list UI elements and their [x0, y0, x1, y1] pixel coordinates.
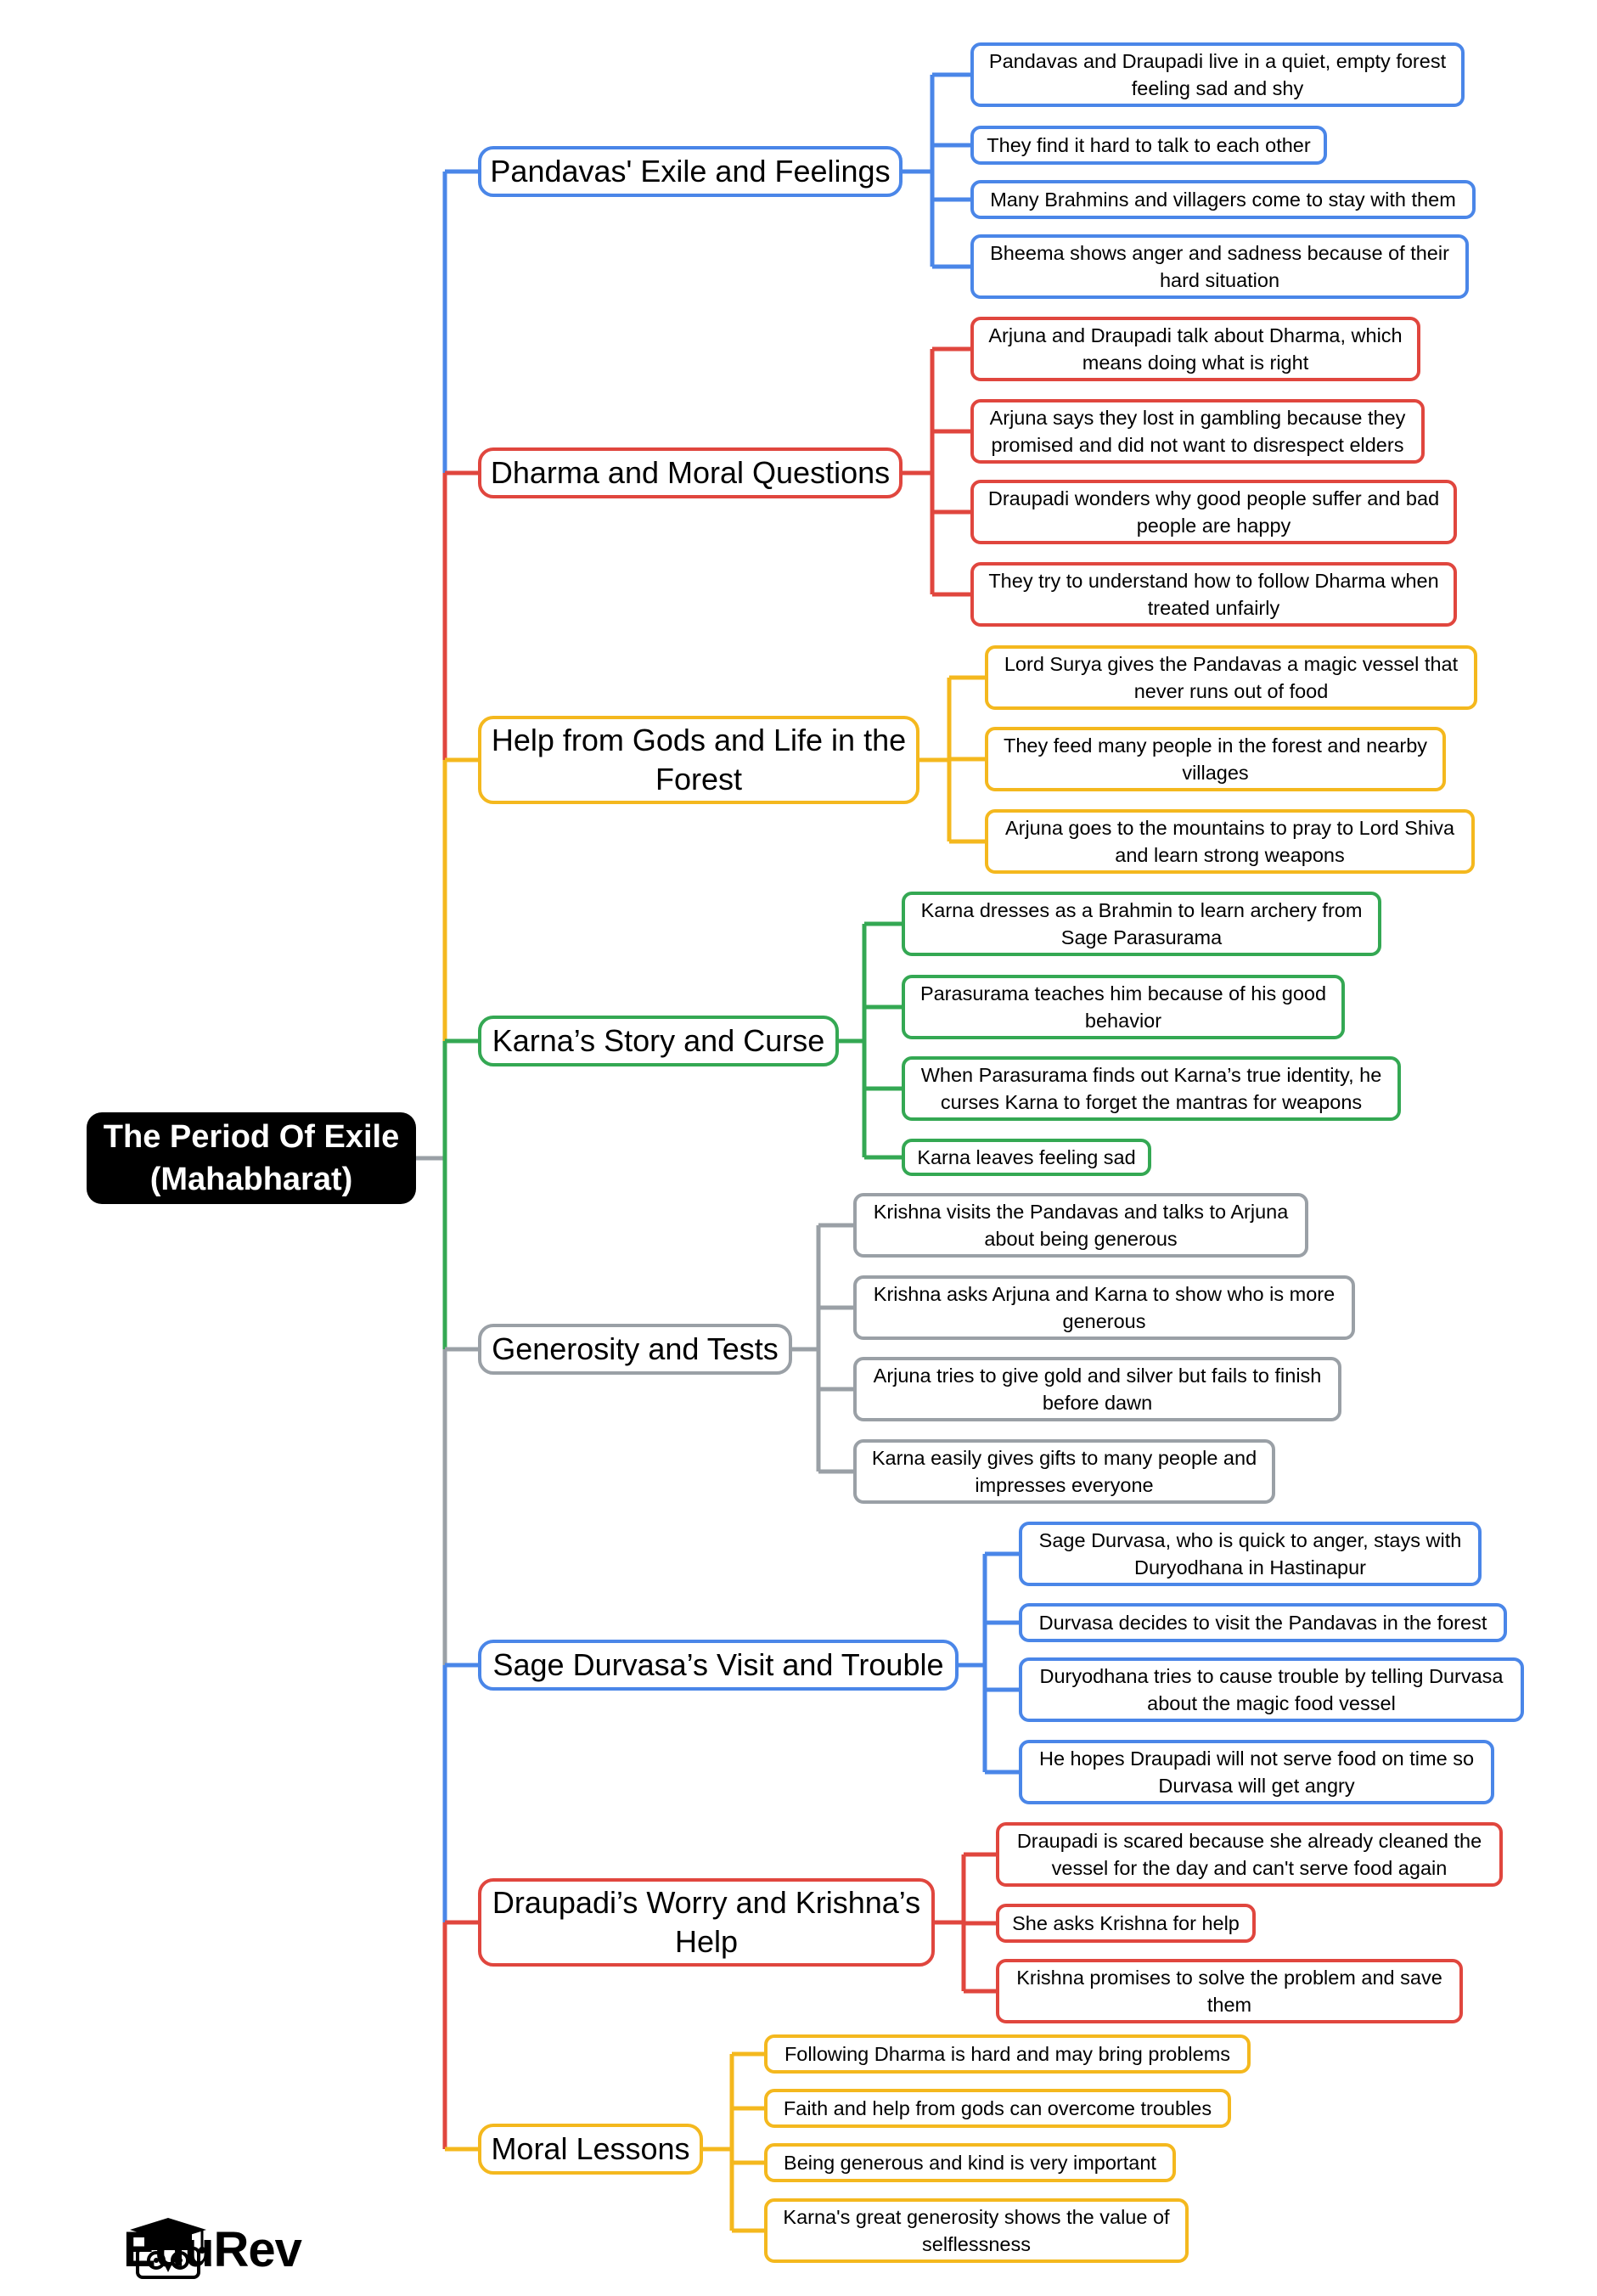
branch-node: Dharma and Moral Questions — [478, 447, 903, 498]
leaf-node: Sage Durvasa, who is quick to anger, sta… — [1019, 1522, 1482, 1586]
branch-node: Karna’s Story and Curse — [478, 1016, 839, 1066]
leaf-node: Lord Surya gives the Pandavas a magic ve… — [985, 645, 1477, 710]
leaf-node: Durvasa decides to visit the Pandavas in… — [1019, 1603, 1507, 1642]
leaf-node: Being generous and kind is very importan… — [764, 2143, 1176, 2182]
leaf-node: Karna's great generosity shows the value… — [764, 2198, 1189, 2263]
root-node: The Period Of Exile (Mahabharat) — [87, 1112, 416, 1204]
leaf-node: Karna easily gives gifts to many people … — [853, 1439, 1275, 1504]
leaf-node: Pandavas and Draupadi live in a quiet, e… — [970, 42, 1465, 107]
leaf-node: Krishna promises to solve the problem an… — [996, 1959, 1463, 2023]
leaf-node: Following Dharma is hard and may bring p… — [764, 2034, 1251, 2074]
leaf-node: He hopes Draupadi will not serve food on… — [1019, 1740, 1494, 1804]
branch-node: Moral Lessons — [478, 2124, 703, 2175]
leaf-node: They feed many people in the forest and … — [985, 727, 1446, 791]
leaf-node: Karna leaves feeling sad — [902, 1139, 1151, 1176]
leaf-node: Many Brahmins and villagers come to stay… — [970, 180, 1476, 219]
leaf-node: Krishna asks Arjuna and Karna to show wh… — [853, 1275, 1355, 1340]
branch-node: Help from Gods and Life in the Forest — [478, 716, 919, 804]
leaf-node: Arjuna tries to give gold and silver but… — [853, 1357, 1341, 1421]
leaf-node: When Parasurama finds out Karna’s true i… — [902, 1056, 1401, 1121]
leaf-node: She asks Krishna for help — [996, 1904, 1256, 1943]
leaf-node: Draupadi is scared because she already c… — [996, 1822, 1503, 1887]
leaf-node: Faith and help from gods can overcome tr… — [764, 2089, 1231, 2128]
leaf-node: They try to understand how to follow Dha… — [970, 562, 1457, 627]
leaf-node: Karna dresses as a Brahmin to learn arch… — [902, 892, 1381, 956]
leaf-node: Draupadi wonders why good people suffer … — [970, 480, 1457, 544]
branch-node: Generosity and Tests — [478, 1324, 792, 1375]
leaf-node: Bheema shows anger and sadness because o… — [970, 234, 1469, 299]
leaf-node: Duryodhana tries to cause trouble by tel… — [1019, 1657, 1524, 1722]
leaf-node: They find it hard to talk to each other — [970, 126, 1327, 165]
graduate-owl-icon — [130, 2218, 206, 2279]
branch-node: Draupadi’s Worry and Krishna’s Help — [478, 1878, 935, 1967]
branch-node: Sage Durvasa’s Visit and Trouble — [478, 1640, 959, 1691]
logo-text: EduRev — [123, 2222, 302, 2277]
branch-node: Pandavas' Exile and Feelings — [478, 146, 903, 197]
leaf-node: Krishna visits the Pandavas and talks to… — [853, 1193, 1308, 1258]
leaf-node: Parasurama teaches him because of his go… — [902, 975, 1345, 1039]
leaf-node: Arjuna goes to the mountains to pray to … — [985, 809, 1475, 874]
leaf-node: Arjuna and Draupadi talk about Dharma, w… — [970, 317, 1420, 381]
leaf-node: Arjuna says they lost in gambling becaus… — [970, 399, 1425, 464]
